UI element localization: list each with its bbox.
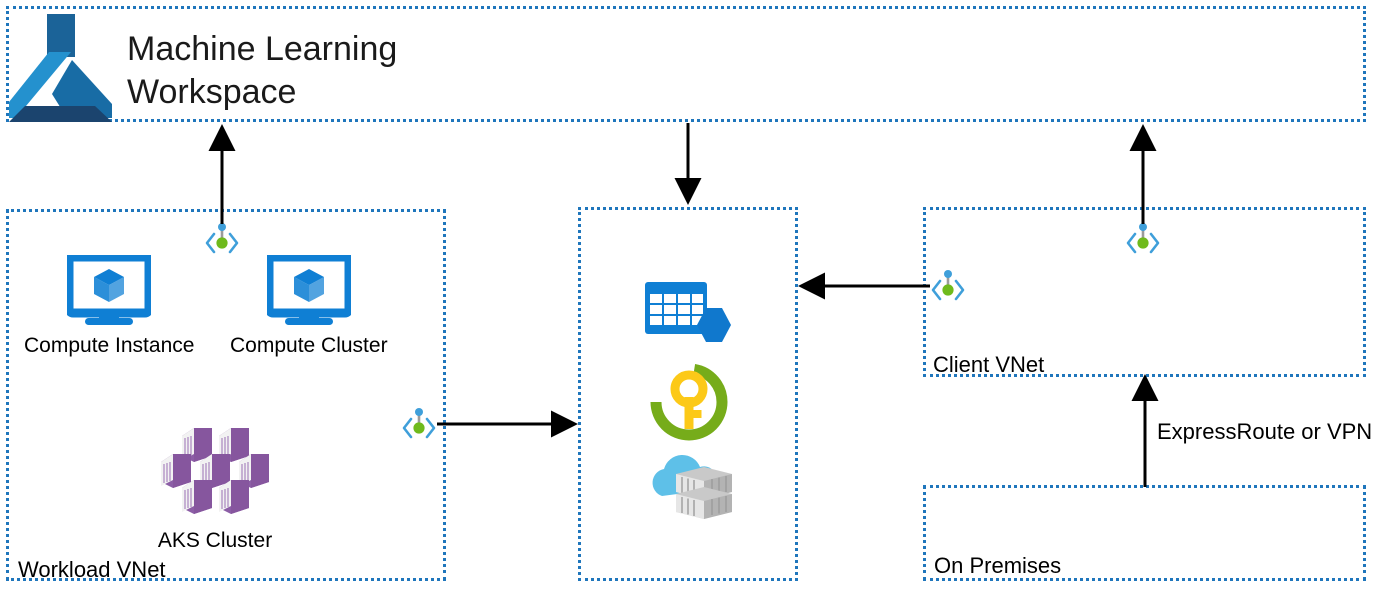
storage-account-icon — [645, 280, 731, 357]
node-storage-account — [645, 280, 731, 357]
workload-vnet-box — [6, 209, 446, 581]
azure-machine-learning-logo — [9, 14, 112, 122]
monitor-cube-icon — [64, 252, 154, 330]
private-endpoint-icon — [203, 222, 241, 263]
workspace-box — [6, 6, 1366, 122]
node-aks-cluster: AKS Cluster — [155, 424, 275, 552]
on-premises-label: On Premises — [934, 553, 1062, 578]
node-container-registry — [648, 450, 734, 525]
page-title: Machine Learning Workspace — [127, 30, 398, 111]
node-key-vault — [650, 363, 728, 446]
aks-containers-icon — [155, 424, 275, 525]
workload-vnet-label: Workload VNet — [18, 557, 166, 582]
node-label: Compute Cluster — [230, 334, 388, 357]
private-endpoint-icon — [929, 269, 967, 310]
express-route-label: ExpressRoute or VPN — [1157, 419, 1373, 444]
monitor-cube-icon — [264, 252, 354, 330]
client-vnet-label: Client VNet — [933, 352, 1045, 377]
node-label: Compute Instance — [24, 334, 195, 357]
container-registry-icon — [648, 450, 734, 525]
resources-box — [578, 207, 798, 581]
key-vault-icon — [650, 363, 728, 446]
private-endpoint-icon — [400, 407, 438, 448]
private-endpoint-icon — [1124, 222, 1162, 263]
node-compute-cluster: Compute Cluster — [230, 252, 388, 357]
node-compute-instance: Compute Instance — [24, 252, 195, 357]
node-label: AKS Cluster — [157, 529, 273, 552]
